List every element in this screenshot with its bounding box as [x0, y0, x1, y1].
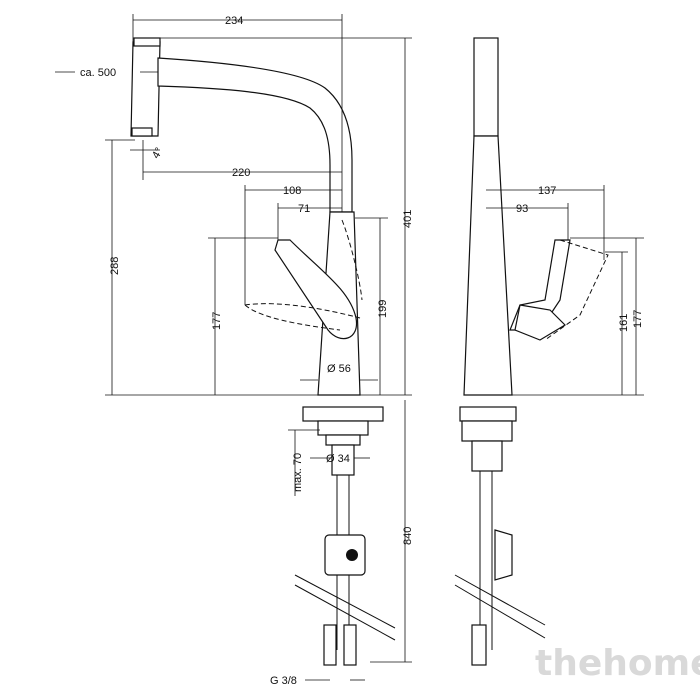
- dim-56: Ø 56: [327, 363, 351, 375]
- spray-nozzle: [131, 127, 153, 137]
- spray-head: [130, 41, 161, 137]
- dim-137: 137: [538, 185, 556, 197]
- dim-177-right: 177: [632, 310, 644, 328]
- spout-arch: [157, 57, 353, 213]
- side-view: [454, 37, 609, 666]
- lever-handle: [274, 239, 358, 340]
- dim-108: 108: [283, 185, 301, 197]
- dim-ca500: ca. 500: [80, 67, 116, 79]
- dim-220: 220: [232, 167, 250, 179]
- dimension-lines: [55, 14, 644, 681]
- side-body: [463, 135, 513, 396]
- pressure-device: [324, 534, 366, 576]
- watermark: thehome: [535, 643, 700, 684]
- front-view: [130, 37, 396, 666]
- dim-401: 401: [402, 210, 414, 228]
- dim-93: 93: [516, 203, 528, 215]
- dim-161: 161: [618, 314, 630, 332]
- side-spray-head: [473, 37, 499, 137]
- dim-34: Ø 34: [326, 453, 350, 465]
- dim-g38: G 3/8: [270, 675, 297, 687]
- dim-288: 288: [109, 257, 121, 275]
- dim-max70: max. 70: [292, 453, 304, 492]
- side-pressure-device: [494, 529, 513, 581]
- dim-840: 840: [402, 527, 414, 545]
- dimension-labels: 234 ca. 500 4° 220 108 71 288 177 199 40…: [80, 15, 644, 687]
- dim-234: 234: [225, 15, 243, 27]
- dim-71: 71: [298, 203, 310, 215]
- spray-head-tip: [133, 37, 161, 47]
- dim-199: 199: [377, 300, 389, 318]
- dim-angle: 4°: [150, 146, 166, 161]
- base-plate: [302, 406, 384, 422]
- dim-177-left: 177: [211, 312, 223, 330]
- lever-handle-alt-position: [244, 303, 361, 319]
